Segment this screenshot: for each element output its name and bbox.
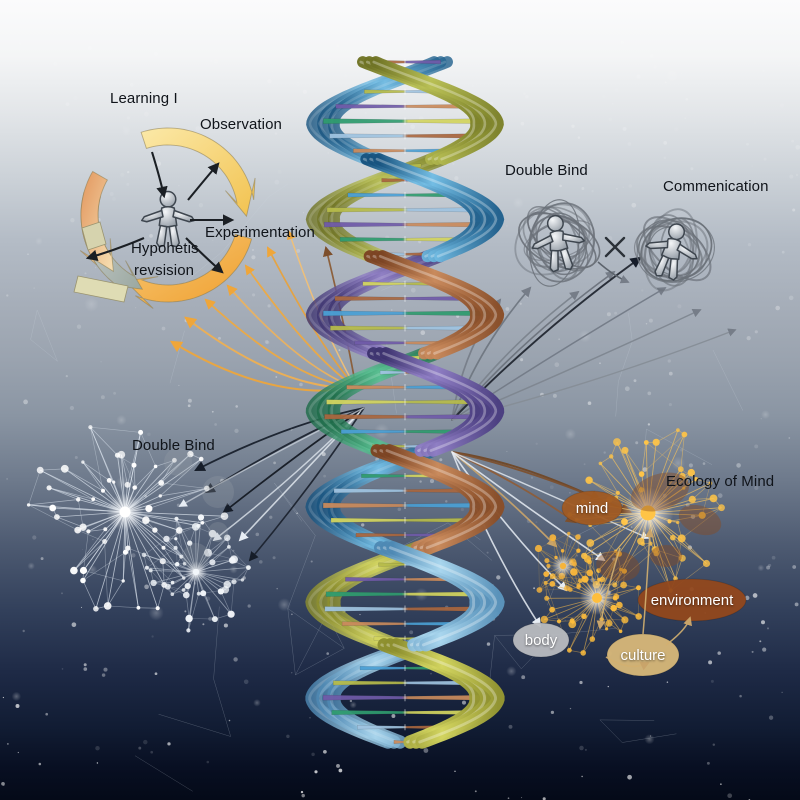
ecology-of-mind-network-graph	[512, 428, 747, 677]
background-network-lines	[30, 183, 744, 792]
double-bind-network-graph	[26, 425, 251, 633]
double-bind-knot-diagram	[514, 199, 715, 292]
helix-strand-front	[357, 56, 505, 749]
learning-i-cycle-diagram	[73, 127, 256, 309]
helix-strand-back	[305, 56, 453, 749]
helix-rungs-front	[322, 59, 488, 702]
